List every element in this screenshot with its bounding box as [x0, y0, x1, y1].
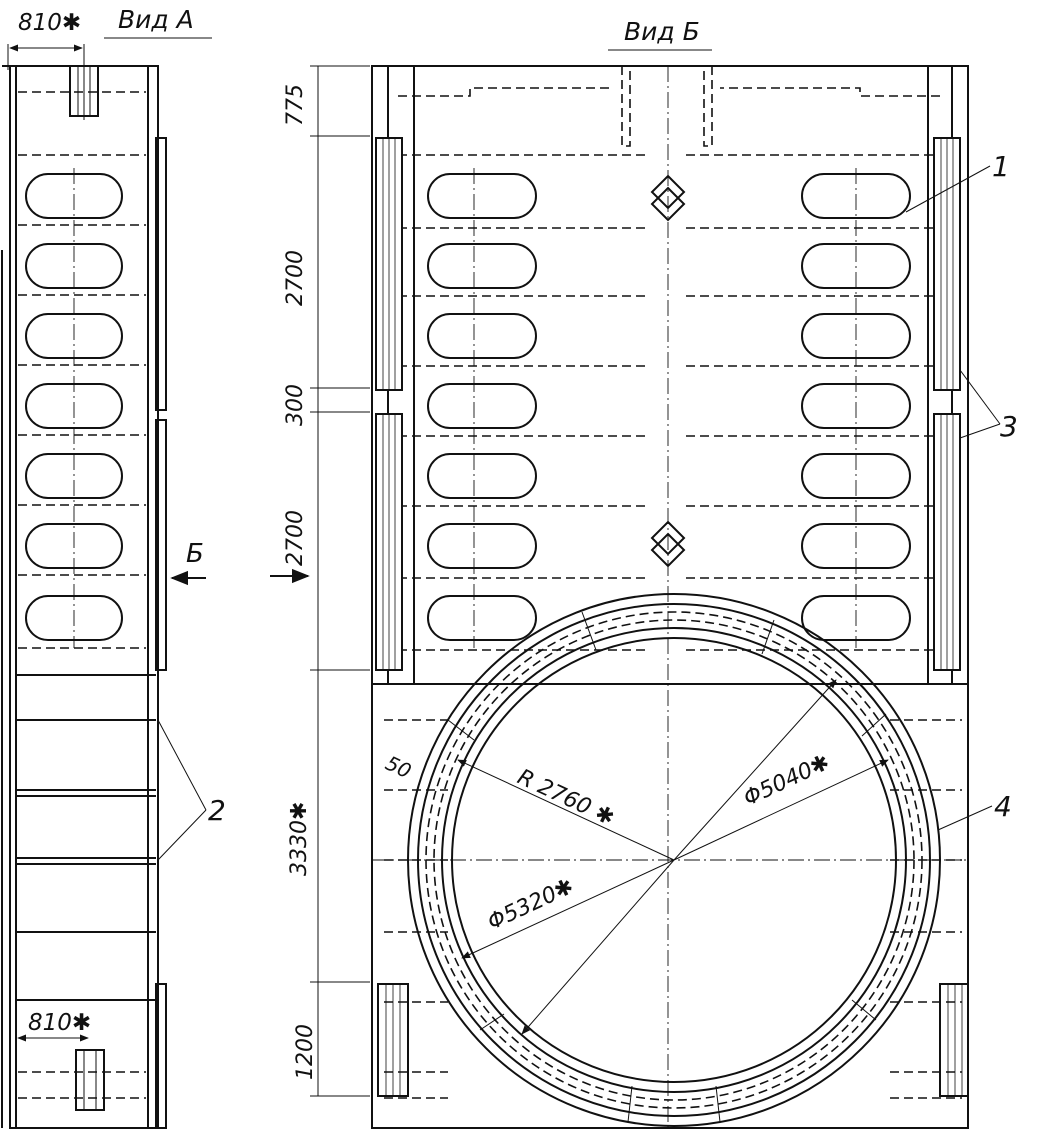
view-a-slots — [25, 168, 123, 648]
stiffener-left-lower — [375, 413, 403, 671]
view-b: Вид Б — [371, 17, 1018, 1129]
callout-4: 4 — [994, 790, 1012, 823]
view-b-left-slots — [427, 168, 537, 648]
view-b-title: Вид Б — [624, 17, 700, 46]
stiffener-right-upper — [933, 137, 961, 391]
dim-775: 775 — [283, 84, 308, 126]
callout-3: 3 — [1000, 410, 1018, 443]
view-a-ribs — [16, 674, 156, 1099]
dim-50: 50 — [382, 751, 415, 784]
view-b-direction-label: Б — [186, 539, 204, 569]
hinge-lower — [650, 520, 686, 568]
view-b-frame — [371, 65, 969, 1129]
view-b-right-slots — [801, 168, 911, 648]
hinge-upper — [650, 174, 686, 222]
callout-2: 2 — [208, 794, 226, 827]
ring-assembly — [372, 593, 968, 1127]
dim-2700-lower: 2700 — [283, 510, 308, 566]
stiffener-right-lower — [933, 413, 961, 671]
stiffener-left-upper — [375, 137, 403, 391]
dim-width-top: 810✱ — [18, 10, 81, 36]
stiffener-right-bottom — [939, 983, 969, 1097]
stiffener-left-bottom — [377, 983, 409, 1097]
vertical-dimension-chain: 775 2700 300 2700 3330✱ 1200 — [270, 65, 370, 1097]
dim-radius: R 2760 ✱ — [513, 765, 618, 831]
view-a-bottom-lug — [75, 1049, 105, 1111]
dim-phi5040: Φ5040✱ — [740, 750, 834, 811]
dim-1200: 1200 — [293, 1024, 318, 1080]
dim-width-bottom: 810✱ — [28, 1010, 91, 1036]
view-a-title: Вид А — [118, 5, 194, 34]
callout-1: 1 — [992, 150, 1010, 183]
view-b-dashed-rows — [398, 227, 940, 651]
dim-3330: 3330✱ — [287, 802, 312, 876]
dim-2700-upper: 2700 — [283, 250, 308, 306]
top-dashed-brackets — [398, 66, 940, 156]
dim-300: 300 — [283, 384, 308, 426]
view-a-dashed-rows — [18, 91, 146, 649]
lower-dashed-rows — [384, 719, 962, 1099]
view-a: Вид А 810✱ — [1, 5, 226, 1129]
